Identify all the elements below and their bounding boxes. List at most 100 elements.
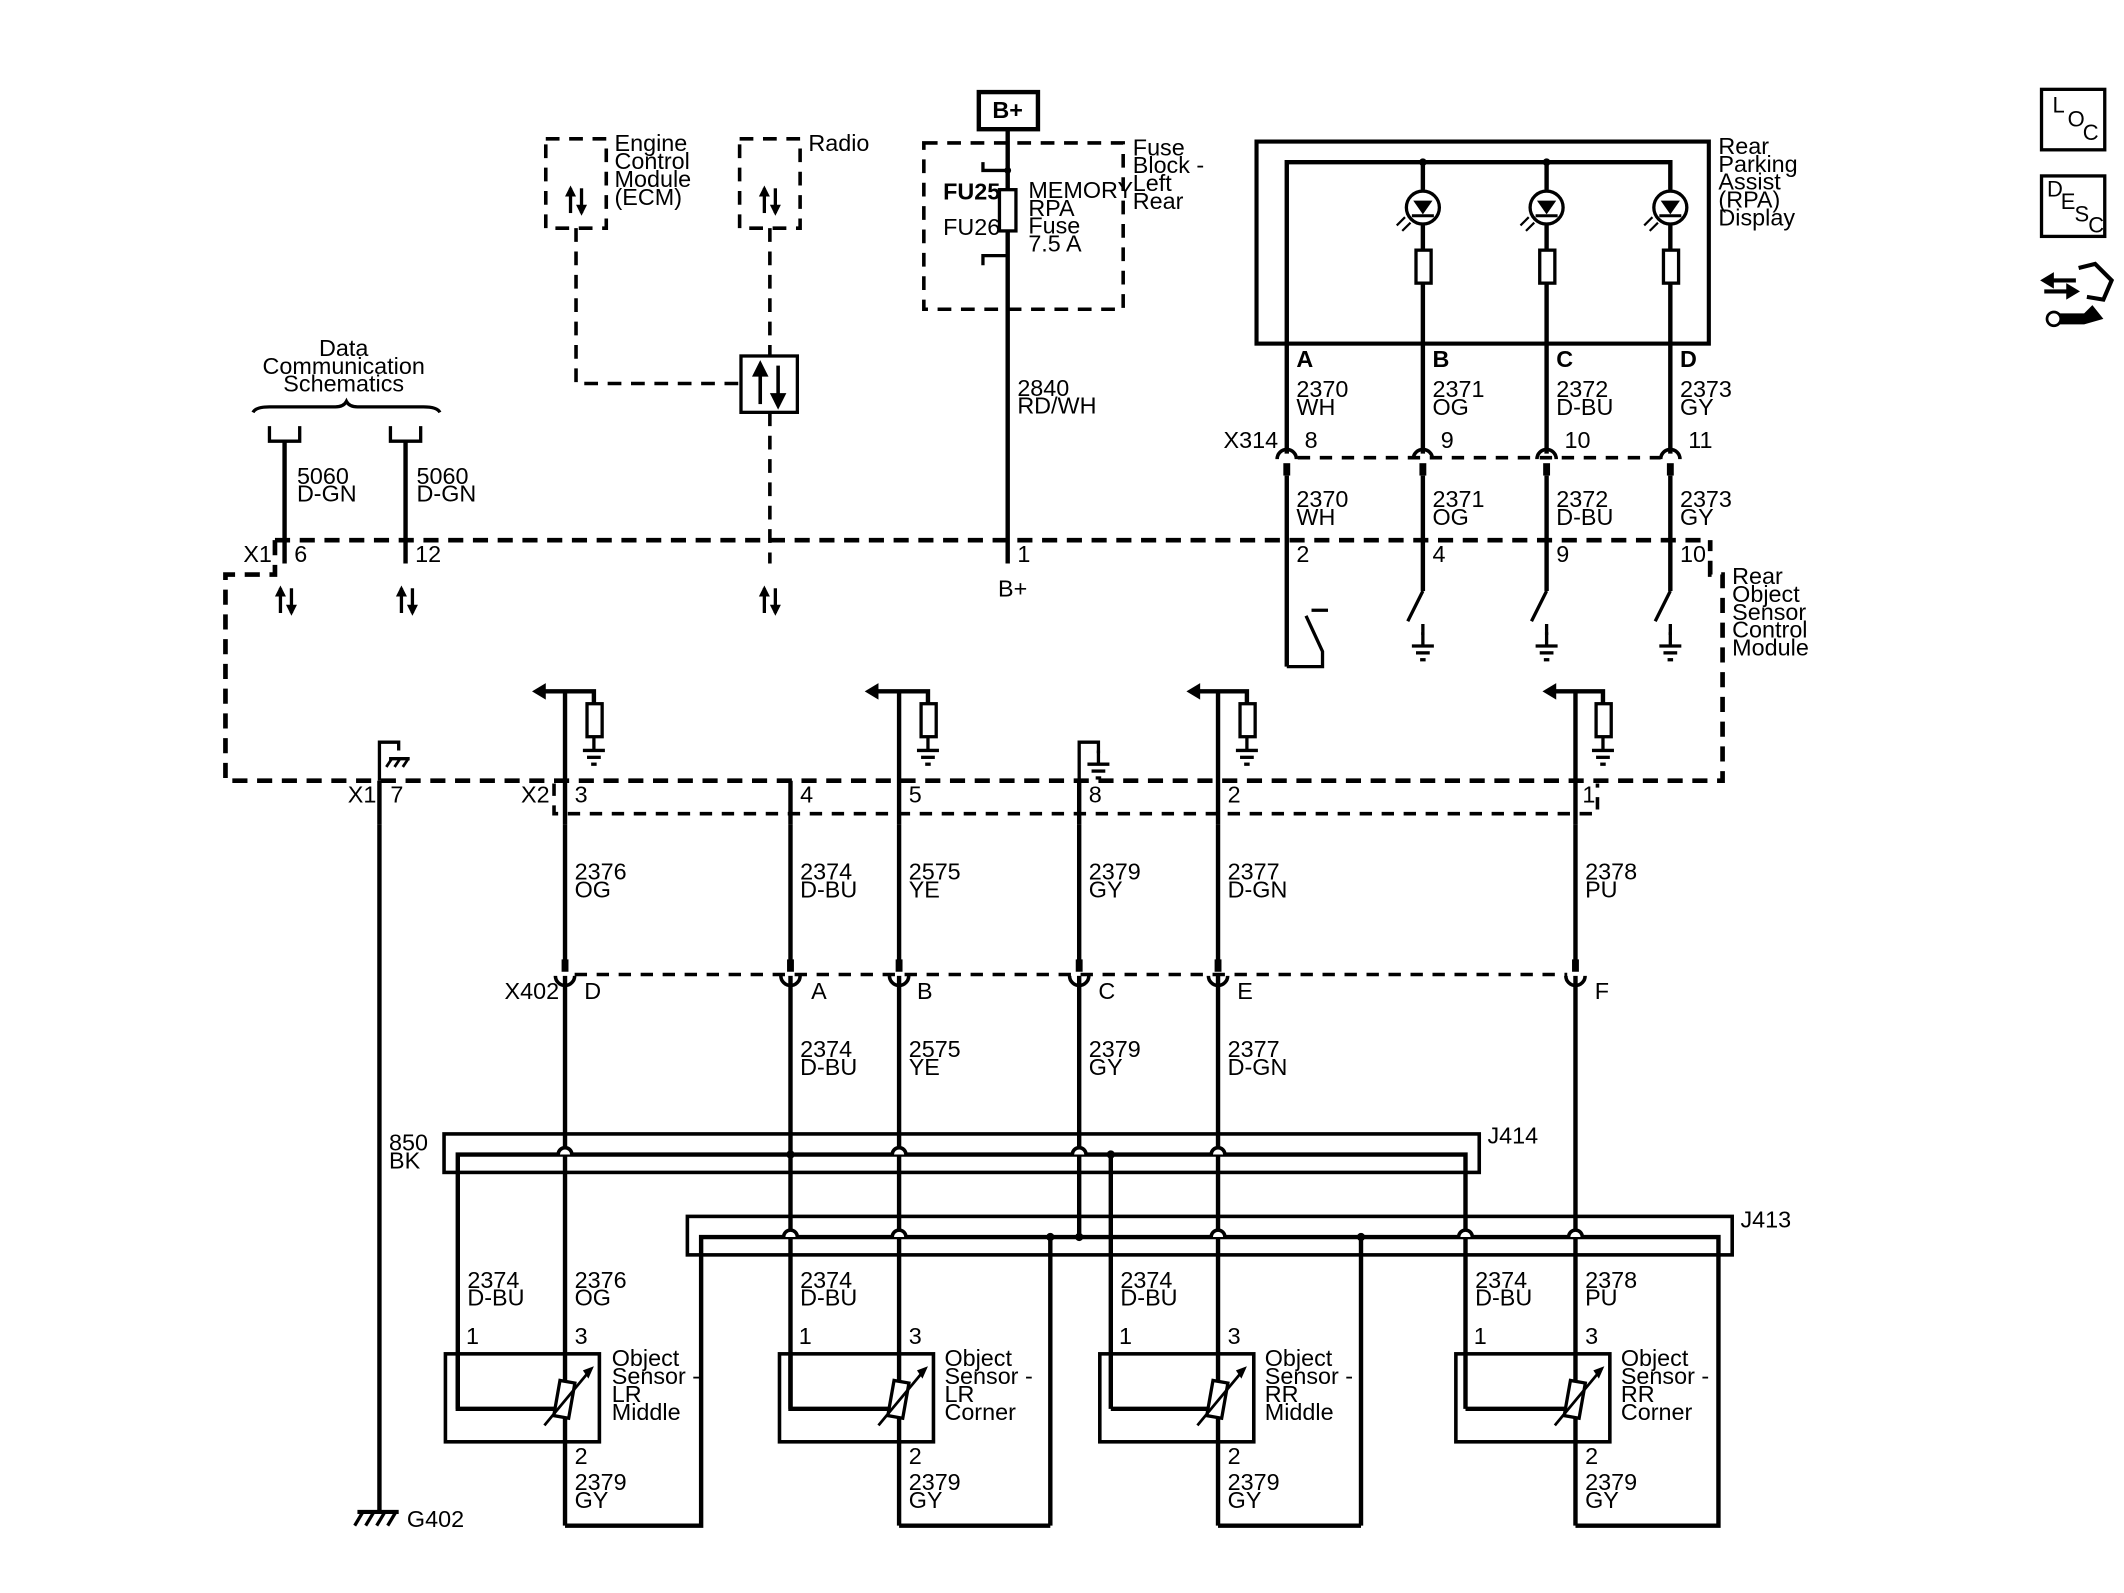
ground-icon (1657, 630, 1683, 662)
sensor-rrm-w1-num: 2374 (1120, 1267, 1172, 1293)
resistor-icon (1661, 248, 1681, 285)
ground-icon (1410, 630, 1436, 662)
rpa-display-box (1254, 139, 1711, 346)
ground-icon (1085, 748, 1112, 780)
sensor-rrm-pin3: 3 (1228, 1323, 1241, 1349)
sensor-rrm-name-4: Middle (1265, 1399, 1334, 1425)
wire-2840-num: 2840 (1017, 375, 1069, 401)
wire-5060-b-num: 5060 (417, 463, 469, 489)
sensor-rrc-name-3: RR (1621, 1381, 1655, 1407)
sensor-lrc-pin1: 1 (799, 1323, 812, 1349)
j414-label: J414 (1487, 1123, 1538, 1149)
pin-x402-c: C (1098, 978, 1115, 1004)
wire-2377-num-lower: 2377 (1228, 1036, 1280, 1062)
rosm-label-2: Object (1732, 581, 1800, 607)
resistor-icon (1414, 248, 1433, 285)
wire-2575-num-lower: 2575 (909, 1036, 961, 1062)
wire-2371-num-lower: 2371 (1432, 486, 1484, 512)
ecm-radio-block: Engine Control Module (ECM) Radio (543, 130, 869, 564)
pin-x402-a: A (811, 978, 827, 1004)
fuse-block-label-3: Left (1133, 170, 1172, 196)
sensor-lrc-w2-num: 2379 (909, 1469, 961, 1495)
object-sensor-lr-corner: 2374 D-BU 1 3 2 2379 GY Object Sensor - … (777, 1267, 1033, 1526)
wire-2374-num-lower: 2374 (800, 1036, 852, 1062)
sensor-rrm-w1-color: D-BU (1120, 1285, 1177, 1311)
pin-x402-b: B (917, 978, 933, 1004)
sensor-output-1 (1542, 683, 1616, 766)
dcs-brace (251, 397, 442, 414)
sensor-lrc-name-1: Object (944, 1345, 1012, 1371)
rosm-label-3: Sensor (1732, 599, 1806, 625)
wire-2377-color-lower: D-GN (1228, 1054, 1288, 1080)
sensor-lrm-w1-color: D-BU (467, 1285, 524, 1311)
wire-2374-num: 2374 (800, 859, 852, 885)
fuse-block-label-4: Rear (1133, 188, 1184, 214)
wire-2379-num: 2379 (1089, 859, 1141, 885)
loc-letter-o: O (2068, 106, 2085, 131)
wire-2379-color-lower: GY (1089, 1054, 1123, 1080)
switch-icon (1530, 590, 1549, 636)
wire-2575-color: YE (909, 877, 940, 903)
led-icon (1395, 189, 1442, 232)
rpa-label-2: Parking (1718, 151, 1797, 177)
pin-x2-1: 1 (1582, 782, 1595, 808)
rpa-display: Rear Parking Assist (RPA) Display (1254, 133, 1798, 454)
wire-2374-color: D-BU (800, 877, 857, 903)
sensor-rrc-pin2: 2 (1585, 1443, 1598, 1469)
ecm-label-4: (ECM) (615, 184, 682, 210)
wire-850-color: BK (389, 1147, 421, 1173)
fuse-element (997, 188, 1018, 233)
connector-x402: X402 D A B C E F 2374 D-BU 2575 YE 2379 … (505, 957, 1609, 1080)
sensor-rrc-name-4: Corner (1621, 1399, 1693, 1425)
ground-g402-icon (353, 1509, 399, 1527)
wire-2370-num: 2370 (1296, 376, 1348, 402)
x402-label: X402 (505, 978, 560, 1004)
sensor-rrm-pin2: 2 (1228, 1443, 1241, 1469)
sensor-lrm-pin2: 2 (575, 1443, 588, 1469)
led-icon (1519, 189, 1565, 232)
desc-button[interactable]: D E S C (2039, 174, 2107, 239)
object-sensor-lr-middle: 2374 D-BU 2376 OG 1 3 2 2379 GY Object S… (443, 1267, 700, 1526)
sensor-output-3 (532, 683, 607, 766)
sensor-rrc-name-1: Object (1621, 1345, 1689, 1371)
pin-x2-5: 5 (909, 782, 922, 808)
bidir-arrow-icon (394, 583, 420, 618)
connector-icon[interactable] (2040, 261, 2115, 328)
wire-2575-num: 2575 (909, 859, 961, 885)
object-sensor-rr-middle: 2374 D-BU 1 3 2 2379 GY Object Sensor - … (1098, 1267, 1353, 1526)
ecm-box (543, 137, 609, 230)
sensor-lrc-name-2: Sensor - (944, 1363, 1032, 1389)
wire-2370-color: WH (1296, 394, 1335, 420)
desc-letter-s: S (2075, 201, 2090, 226)
fuse-block-box (922, 141, 1125, 312)
pin-x2-2: 2 (1228, 782, 1241, 808)
wire-2373-color-lower: GY (1680, 504, 1714, 530)
sensor-lrm-name-1: Object (612, 1345, 680, 1371)
switch-icon (1653, 590, 1672, 636)
x1-label: X1 (243, 541, 272, 567)
wire-2371-color-lower: OG (1432, 504, 1468, 530)
sensor-lrm-name-2: Sensor - (612, 1363, 700, 1389)
wire-2373-color: GY (1680, 394, 1714, 420)
wire-2376-num: 2376 (575, 859, 627, 885)
sensor-lrm-pin3: 3 (575, 1323, 588, 1349)
rpa-label-4: (RPA) (1718, 187, 1780, 213)
fu26-label: FU26 (943, 214, 1000, 240)
rpa-label-1: Rear (1718, 133, 1769, 159)
dcs-label-2: Communication (263, 353, 425, 379)
g402-label: G402 (407, 1506, 464, 1532)
pin-x402-d: D (584, 978, 601, 1004)
fuse-text-2: RPA (1028, 195, 1075, 221)
loc-button[interactable]: L O C (2039, 87, 2107, 152)
wire-2371-num: 2371 (1432, 376, 1484, 402)
wire-2377-color: D-GN (1228, 877, 1288, 903)
pin-x1-10: 10 (1680, 541, 1706, 567)
wire-2378-color: PU (1585, 877, 1617, 903)
sensor-rrm-name-1: Object (1265, 1345, 1333, 1371)
ground-icon (1533, 630, 1560, 662)
ground-wire-850: 850 BK G402 (353, 824, 464, 1532)
data-communication-block: Data Communication Schematics 5060 D-GN … (251, 335, 476, 564)
x1-label-lower: X1 (348, 782, 377, 808)
fuse-block-label-1: Fuse (1133, 134, 1185, 160)
